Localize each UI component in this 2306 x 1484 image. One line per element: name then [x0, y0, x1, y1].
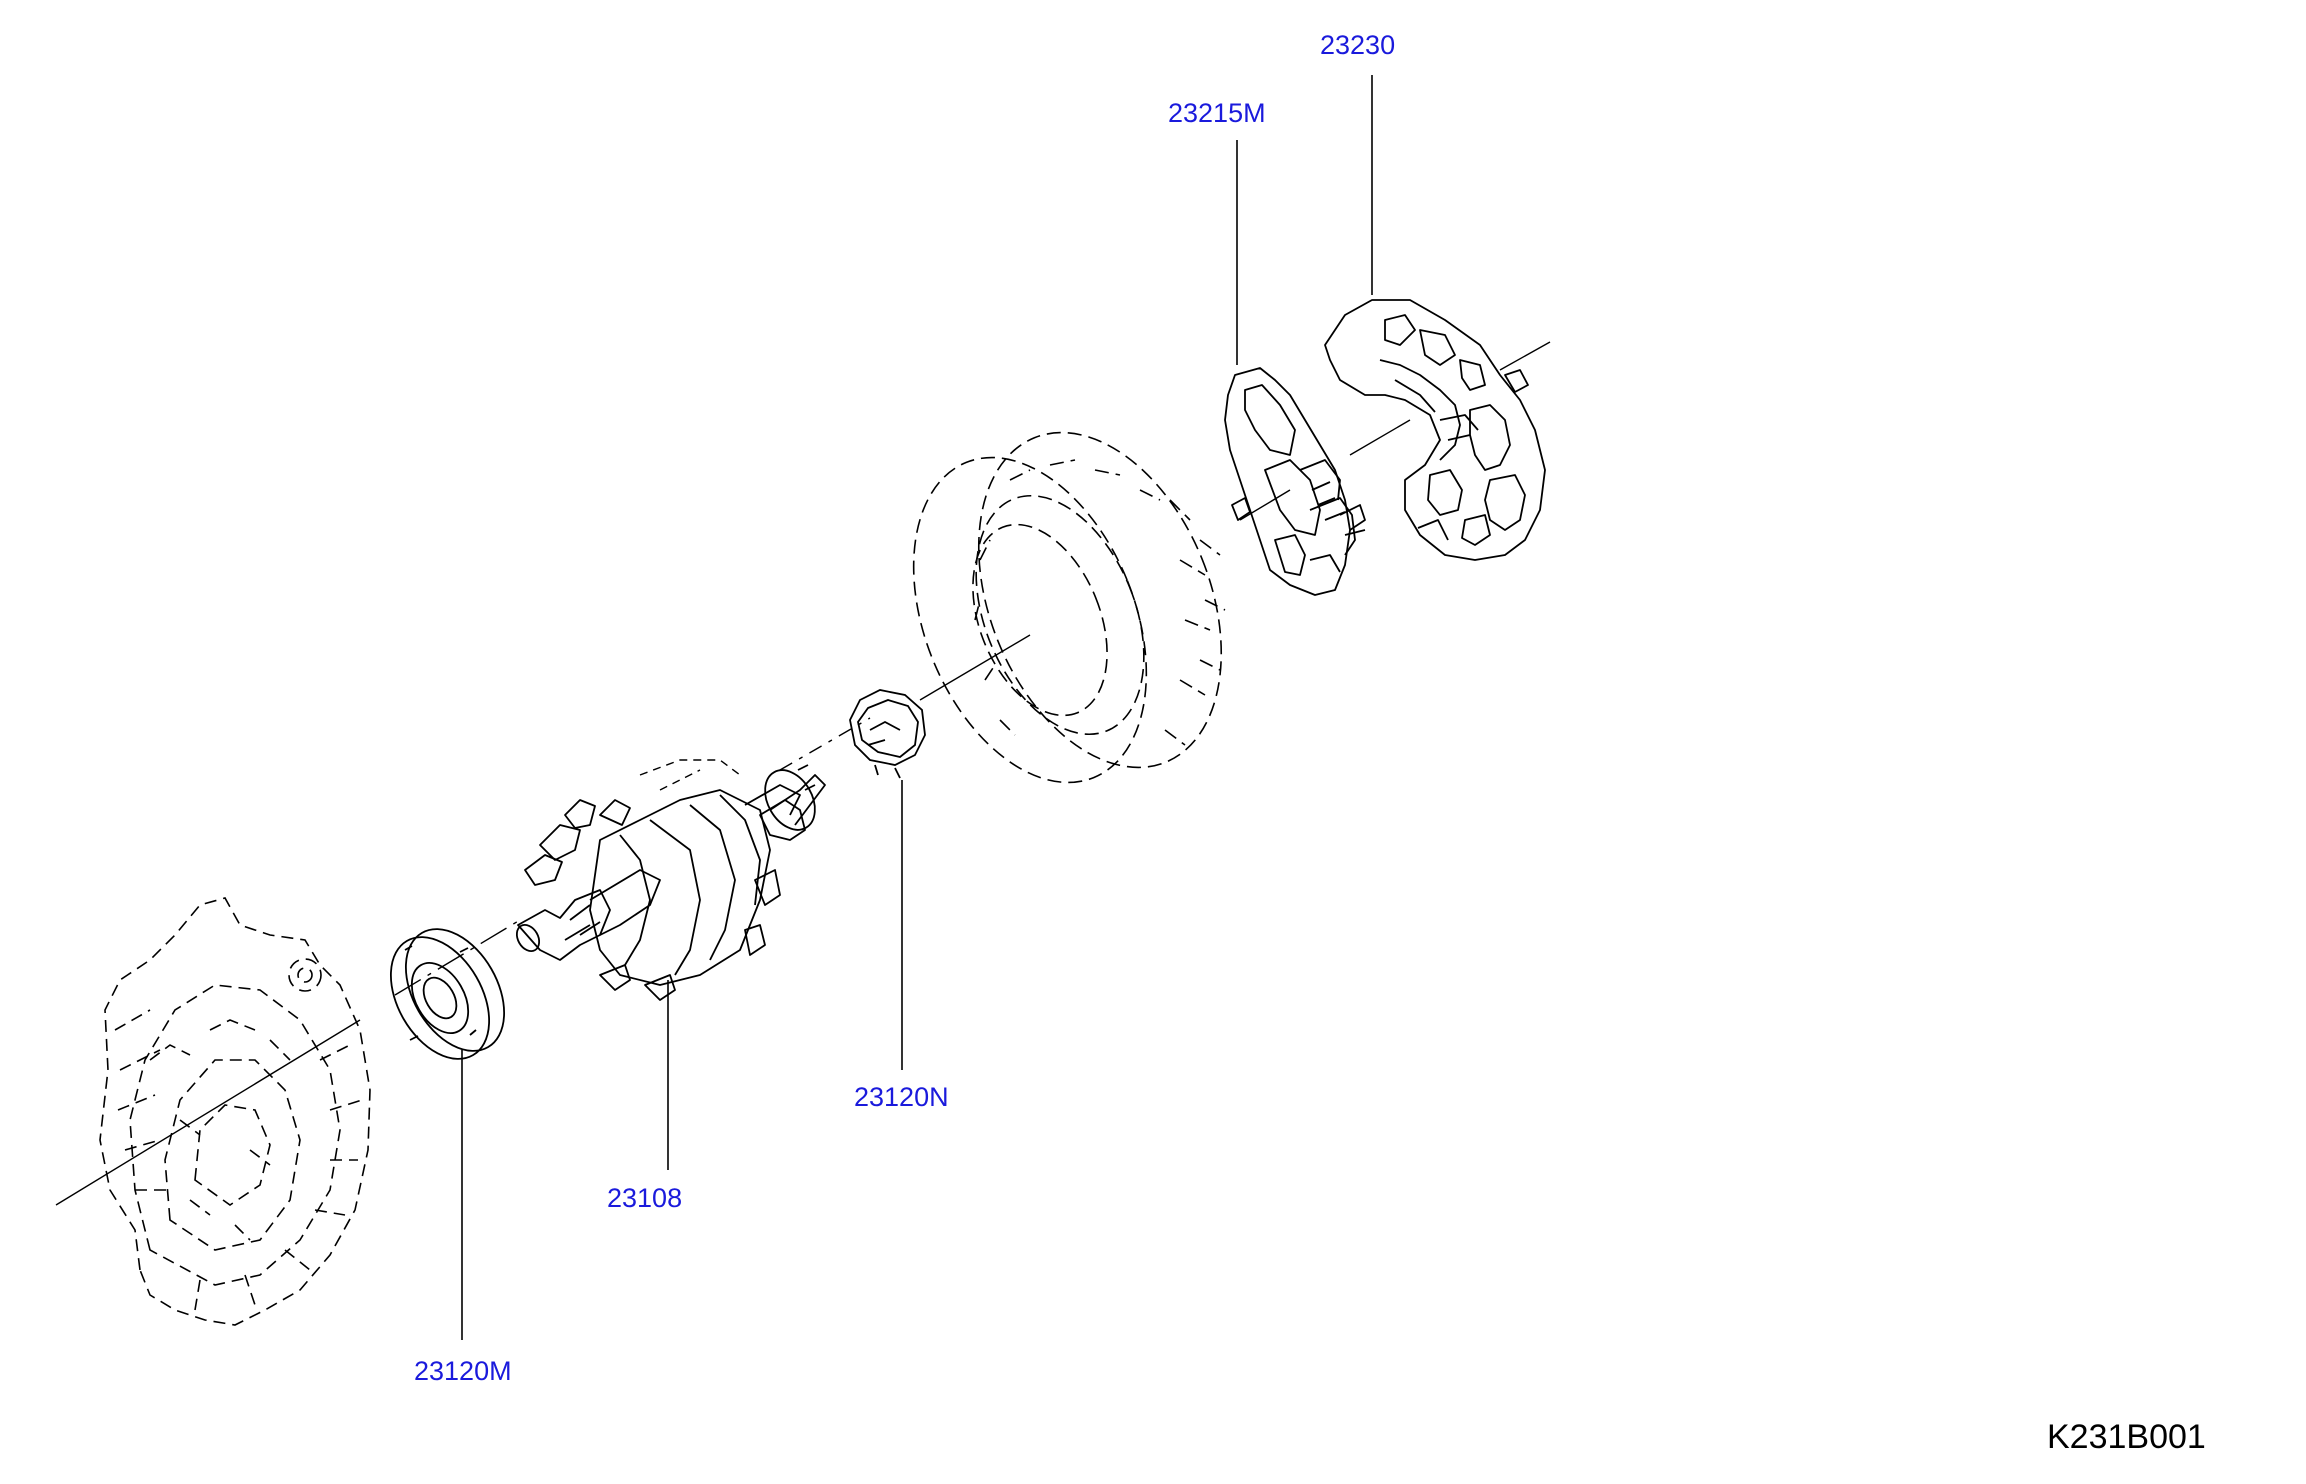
stator-phantom	[912, 431, 1226, 784]
rear-bearing	[849, 689, 926, 779]
front-bearing	[389, 928, 506, 1060]
rear-cover	[1324, 299, 1546, 561]
callout-23120M[interactable]: 23120M	[414, 1356, 512, 1386]
callout-23230[interactable]: 23230	[1320, 30, 1396, 60]
front-housing-phantom	[99, 897, 371, 1326]
brush-holder	[1224, 367, 1366, 596]
center-axis	[55, 341, 1551, 1206]
callout-23215M[interactable]: 23215M	[1168, 98, 1266, 128]
rotor-assembly	[515, 764, 826, 1001]
rotor-fan-phantom	[639, 759, 741, 791]
leader-lines	[461, 75, 1373, 1340]
callout-23120N[interactable]: 23120N	[854, 1082, 949, 1112]
drawing-code: K231B001	[2047, 1418, 2206, 1456]
callout-23108[interactable]: 23108	[607, 1183, 683, 1213]
